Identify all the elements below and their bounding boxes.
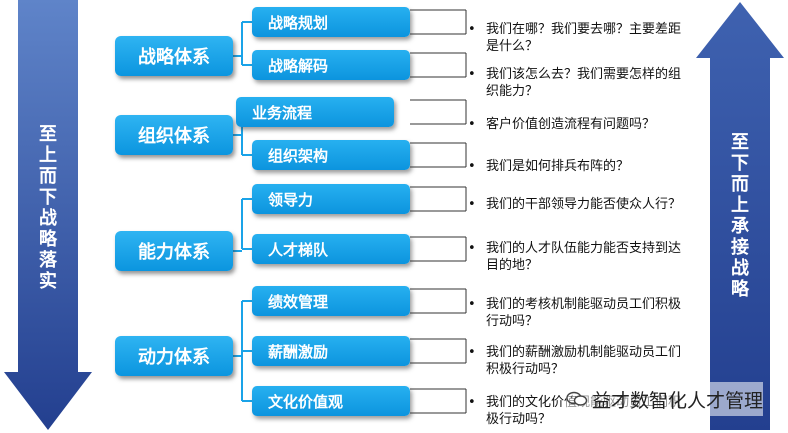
bullet-marker: • [468,67,476,82]
question-performance-management: 我们的考核机制能驱动员工们积极行动吗？ [486,297,682,329]
top-down-arrow-label: 至上而下战略落实 [39,124,57,292]
bullet-marker: • [468,395,476,410]
leadership-box: 领导力 [252,184,410,214]
question-talent-pipeline: 我们的人才队伍能力能否支持到达目的地？ [486,241,682,273]
watermark: 益才数智化人才管理 [566,382,764,416]
bullet-marker: • [468,241,476,256]
question-strategy-decoding: 我们该怎么去？我们需要怎样的组织能力？ [486,67,682,99]
motivation-system-box: 动力体系 [115,336,233,376]
question-org-structure: 我们是如何排兵布阵的？ [486,159,630,174]
culture-values-box: 文化价值观 [252,386,410,416]
strategy-system-box: 战略体系 [115,36,233,76]
capability-system-box: 能力体系 [115,231,233,271]
bullet-marker: • [468,345,476,360]
bullet-marker: • [468,22,476,37]
compensation-incentive-box: 薪酬激励 [252,336,410,366]
bullet-marker: • [468,159,476,174]
watermark-text: 益才数智化人才管理 [592,389,764,412]
question-strategy-planning: 我们在哪？我们要去哪？主要差距是什么？ [486,22,682,54]
wechat-icon [566,391,588,406]
bullet-marker: • [468,297,476,312]
question-business-process: 客户价值创造流程有问题吗？ [486,117,656,132]
organization-system-box: 组织体系 [115,115,233,155]
bottom-up-arrow-label: 至下而上承接战略 [731,132,749,300]
strategy-decoding-box: 战略解码 [252,50,410,80]
performance-management-box: 绩效管理 [252,286,410,316]
strategy-planning-box: 战略规划 [252,7,410,37]
org-structure-box: 组织架构 [252,140,410,170]
business-process-box: 业务流程 [236,97,394,127]
bullet-marker: • [468,197,476,212]
bullet-marker: • [468,117,476,132]
up-arrow-shape [696,2,784,430]
bottom-up-arrow [696,2,784,430]
talent-pipeline-box: 人才梯队 [252,234,410,264]
question-leadership: 我们的干部领导力能否使众人行？ [486,197,682,212]
down-arrow-shape [4,0,92,430]
question-compensation-incentive: 我们的薪酬激励机制能驱动员工们积极行动吗？ [486,345,682,377]
top-down-arrow [4,0,92,430]
